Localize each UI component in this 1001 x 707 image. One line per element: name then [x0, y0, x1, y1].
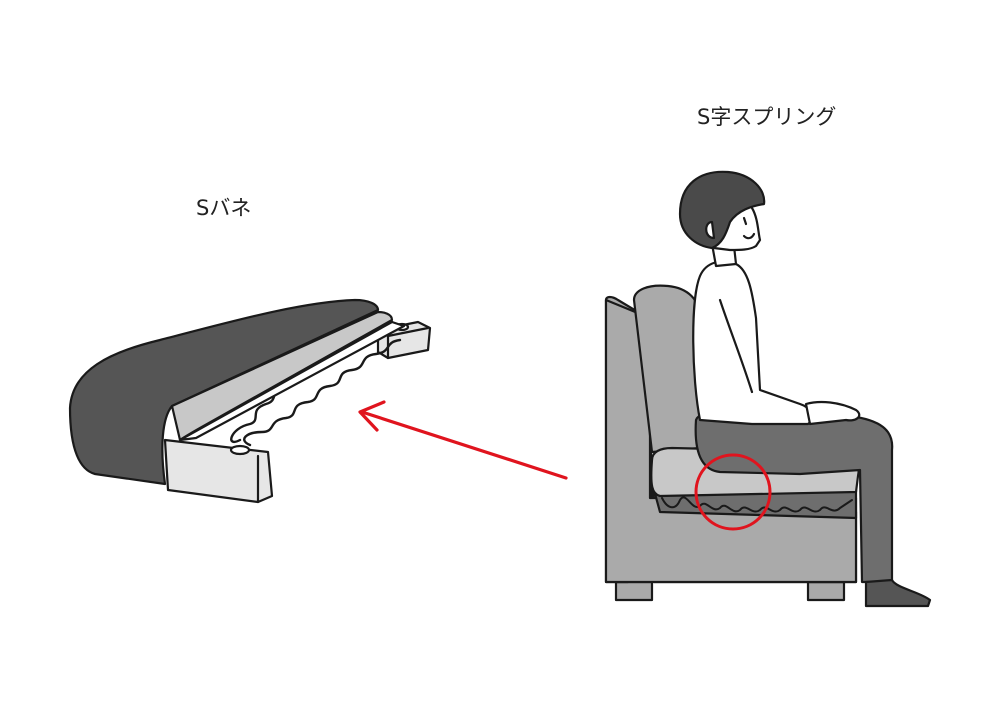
label-s-spring: S字スプリング	[697, 105, 837, 129]
s-spring-cushion-illustration	[68, 298, 432, 504]
red-arrow	[358, 400, 568, 480]
person-hair	[678, 170, 766, 250]
sofa-s-spring	[661, 496, 853, 513]
label-s-bane: Sバネ	[196, 196, 252, 220]
sofa-leg-left	[614, 580, 654, 602]
cushion-shell	[68, 298, 380, 486]
frame-front-block	[163, 438, 274, 504]
person-shirt	[692, 260, 814, 426]
red-highlight-circle	[694, 453, 772, 531]
sofa-leg-right	[806, 580, 846, 602]
person-hand	[804, 400, 861, 426]
person-shoe	[864, 578, 932, 608]
seated-person	[678, 170, 932, 608]
